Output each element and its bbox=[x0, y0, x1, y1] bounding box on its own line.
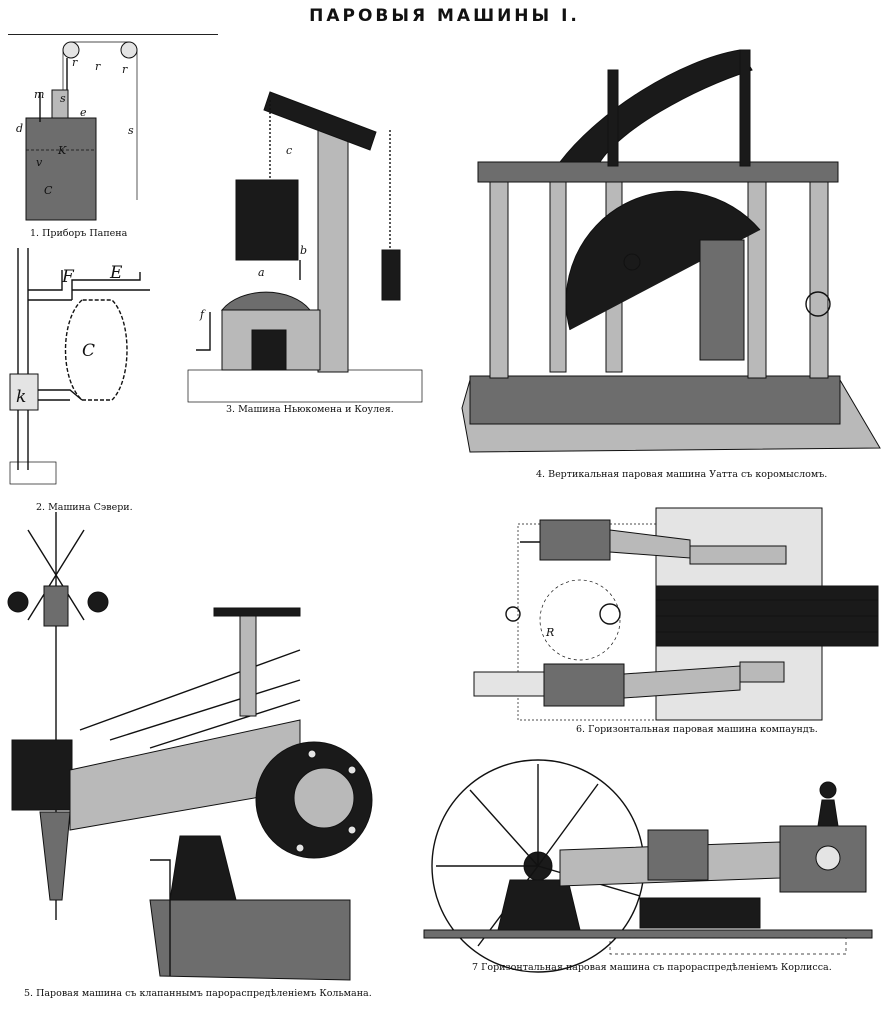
fig7-caption: 7 Горизонтальная паровая машина съ парор… bbox=[472, 962, 832, 973]
fig1-papin-apparatus: m s r r r d e K v C s bbox=[16, 41, 138, 221]
fig1-label-s: s bbox=[60, 92, 66, 105]
fig3-newcomen-engine: c b a f bbox=[187, 91, 423, 403]
fig3-label-a: a bbox=[258, 266, 265, 279]
fig1-label-s2: s bbox=[128, 124, 134, 137]
fig7-corliss-engine bbox=[423, 759, 873, 973]
fig2-label-e: E bbox=[109, 263, 123, 283]
fig1-label-r1: r bbox=[72, 56, 78, 69]
fig1-label-e: e bbox=[80, 106, 87, 119]
fig5-collmann-engine bbox=[7, 512, 373, 981]
fig1-label-d: d bbox=[16, 122, 23, 135]
fig6-compound-engine-plan: R bbox=[473, 507, 879, 721]
fig2-savery-diagram: F E C k bbox=[9, 248, 150, 485]
page-title: ПАРОВЫЯ МАШИНЫ I. bbox=[309, 6, 580, 26]
fig1-label-r2: r bbox=[95, 60, 101, 73]
fig1-label-m: m bbox=[34, 88, 44, 101]
header-rule-left bbox=[8, 34, 218, 35]
fig1-label-r3: r bbox=[122, 63, 128, 76]
fig2-label-k: k bbox=[16, 387, 26, 407]
fig4-watt-beam-engine bbox=[461, 49, 881, 453]
fig2-label-f: F bbox=[61, 267, 75, 287]
fig2-label-c: C bbox=[82, 341, 95, 361]
fig3-caption: 3. Машина Ньюкомена и Коулея. bbox=[226, 404, 394, 415]
fig1-caption: 1. Приборъ Папена bbox=[30, 228, 128, 239]
fig4-caption: 4. Вертикальная паровая машина Уатта съ … bbox=[536, 469, 828, 480]
fig6-caption: 6. Горизонтальная паровая машина компаун… bbox=[576, 724, 818, 735]
fig3-label-f: f bbox=[199, 308, 206, 321]
fig2-caption: 2. Машина Сэвери. bbox=[36, 502, 133, 513]
fig1-label-v: v bbox=[36, 156, 43, 169]
fig1-label-c: C bbox=[44, 184, 53, 197]
fig5-caption: 5. Паровая машина съ клапаннымъ парорасп… bbox=[24, 988, 372, 999]
fig3-label-c: c bbox=[286, 144, 292, 157]
fig1-label-k: K bbox=[57, 144, 67, 157]
fig6-label-r: R bbox=[545, 626, 554, 639]
fig3-label-b: b bbox=[300, 244, 307, 257]
